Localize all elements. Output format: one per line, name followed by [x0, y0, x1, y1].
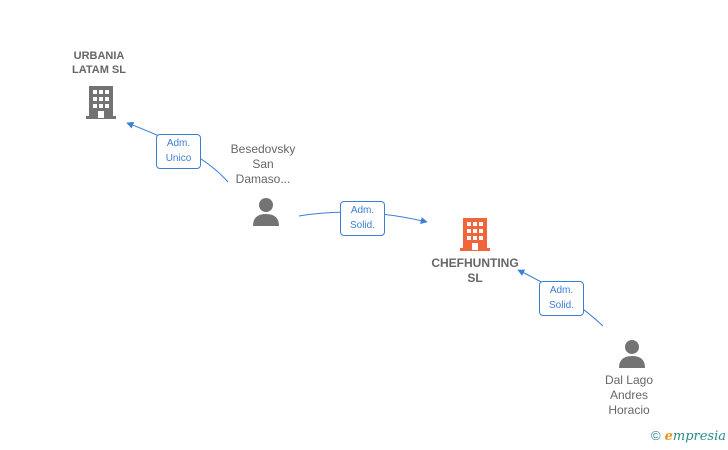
relation-badge-line1: Adm. [166, 138, 191, 149]
company-label-chefhunting[interactable]: CHEFHUNTING SL [431, 256, 519, 285]
person-icon[interactable] [617, 339, 647, 369]
company-label-urbania[interactable]: URBANIA LATAM SL [72, 50, 126, 76]
copyright-icon: © [651, 428, 661, 443]
relation-badge-line2: Unico [165, 153, 192, 164]
relation-badge-line2: Solid. [349, 220, 375, 231]
brand-rest: mpresia [672, 429, 727, 444]
building-icon[interactable] [85, 84, 117, 120]
person-icon[interactable] [251, 197, 281, 227]
relation-badge-adm-solid-2[interactable]: Adm. Solid. [539, 281, 584, 316]
empresia-logo: ©empresia [651, 428, 726, 444]
relation-badge-line1: Adm. [549, 285, 574, 296]
relation-badge-adm-unico[interactable]: Adm. Unico [156, 134, 201, 169]
building-icon-main[interactable] [459, 216, 491, 252]
relation-badge-adm-solid-1[interactable]: Adm. Solid. [340, 201, 385, 236]
person-label-dallago[interactable]: Dal Lago Andres Horacio [604, 373, 654, 417]
relation-badge-line2: Solid. [548, 300, 574, 311]
brand-e: e [664, 429, 673, 444]
person-label-besedovsky[interactable]: Besedovsky San Damaso... [230, 142, 296, 186]
relation-badge-line1: Adm. [350, 205, 375, 216]
